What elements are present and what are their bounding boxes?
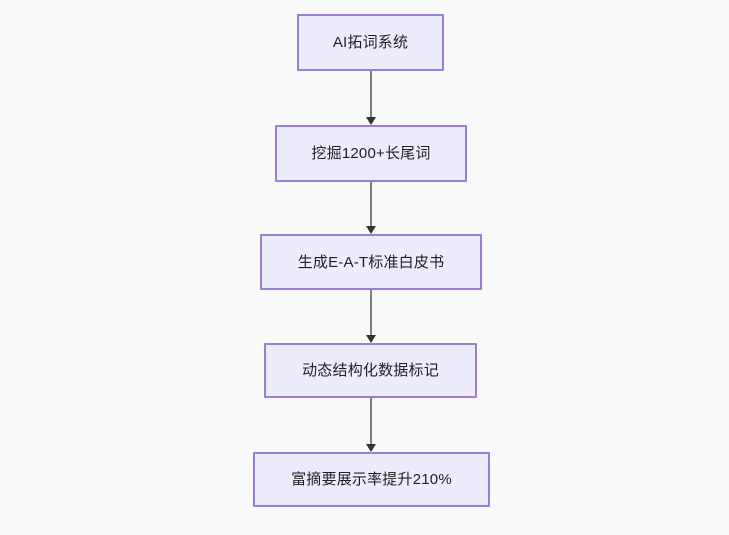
arrowhead-icon bbox=[366, 117, 376, 125]
flowchart-node-rich-snippet-impression-lift[interactable]: 富摘要展示率提升210% bbox=[253, 452, 490, 507]
flowchart-node-dynamic-structured-data-markup[interactable]: 动态结构化数据标记 bbox=[264, 343, 477, 398]
edge-n1-n2 bbox=[366, 71, 376, 125]
flowchart-node-ai-keyword-system[interactable]: AI拓词系统 bbox=[297, 14, 444, 71]
edge-n4-n5 bbox=[366, 398, 376, 452]
flowchart-node-generate-eat-whitepaper[interactable]: 生成E-A-T标准白皮书 bbox=[260, 234, 482, 290]
edge-line bbox=[370, 398, 372, 446]
edge-line bbox=[370, 290, 372, 337]
arrowhead-icon bbox=[366, 226, 376, 234]
edge-line bbox=[370, 182, 372, 228]
edge-n3-n4 bbox=[366, 290, 376, 343]
flowchart-node-mine-longtail-keywords[interactable]: 挖掘1200+长尾词 bbox=[275, 125, 467, 182]
arrowhead-icon bbox=[366, 444, 376, 452]
edge-n2-n3 bbox=[366, 182, 376, 234]
edge-line bbox=[370, 71, 372, 119]
arrowhead-icon bbox=[366, 335, 376, 343]
